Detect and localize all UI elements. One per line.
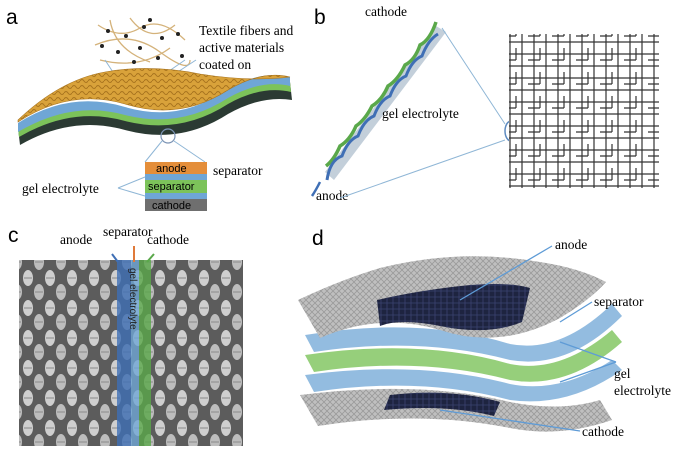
gel-label-d-line2: electrolyte [614, 383, 671, 398]
stack-anode-label: anode [156, 163, 187, 175]
panel-a: a Textile fibers and active materials co… [6, 6, 294, 212]
cathode-label-d: cathode [582, 424, 624, 439]
anode-label-d: anode [555, 237, 587, 252]
gel-leader-d [559, 341, 617, 383]
separator-layer [305, 330, 622, 382]
gel-electrolyte-vertical-label: gel electrolyte [127, 268, 138, 330]
separator-label-c: separator [103, 224, 153, 239]
anode-arrow [111, 253, 119, 263]
separator-label-a: separator [213, 163, 263, 178]
anode-strip [117, 260, 131, 446]
layered-textile-sheet [17, 68, 292, 145]
cathode-leader-d [439, 409, 581, 432]
fiber-text-line3: coated on [199, 57, 251, 72]
cross-section-stack [145, 162, 207, 211]
gel-electrolyte-label-a: gel electrolyte [22, 181, 99, 196]
cathode-strip [139, 260, 151, 446]
panel-a-letter: a [6, 6, 18, 29]
weave-leader-lines [339, 27, 506, 199]
anode-label-b: anode [316, 188, 348, 203]
separator-label-d: separator [594, 294, 644, 309]
anode-leader-d [459, 245, 553, 301]
fiber-network-illustration [94, 17, 191, 67]
cathode-active-area [384, 392, 500, 416]
anode-label-c: anode [60, 232, 92, 247]
cathode-label-b: cathode [365, 4, 407, 19]
stack-separator-label: separator [148, 181, 195, 193]
gel-leader-lines-a [117, 176, 146, 197]
panel-c-letter: c [8, 224, 19, 247]
panel-c: c anode separator cathode gel electrolyt… [8, 224, 243, 446]
gel-strip [131, 260, 139, 446]
cathode-label-c: cathode [147, 232, 189, 247]
separator-leader-d [559, 301, 593, 323]
gel-electrolyte-layer-1 [305, 304, 622, 362]
panel-b-letter: b [314, 6, 326, 29]
stack-cathode-label: cathode [152, 200, 191, 212]
fiber-text-line2: active materials [199, 40, 284, 55]
anode-active-area [377, 284, 530, 331]
panel-b: b cathode gel electrolyte anode [310, 4, 659, 203]
panel-d: d anode separator gel electrolyte cathod… [298, 227, 671, 439]
gel-electrolyte-layer-2 [305, 360, 622, 402]
stack-leader-lines [144, 140, 206, 163]
panel-d-letter: d [312, 227, 324, 250]
gel-label-d-line1: gel [614, 366, 631, 381]
fiber-text-line1: Textile fibers and [199, 23, 294, 38]
cathode-fabric-layer [300, 388, 612, 432]
gel-electrolyte-label-b: gel electrolyte [382, 106, 459, 121]
woven-fabric-pattern [509, 34, 659, 188]
stack-zoom-circle [160, 128, 176, 144]
cathode-arrow [146, 253, 155, 263]
twisted-fiber-battery [310, 21, 446, 197]
